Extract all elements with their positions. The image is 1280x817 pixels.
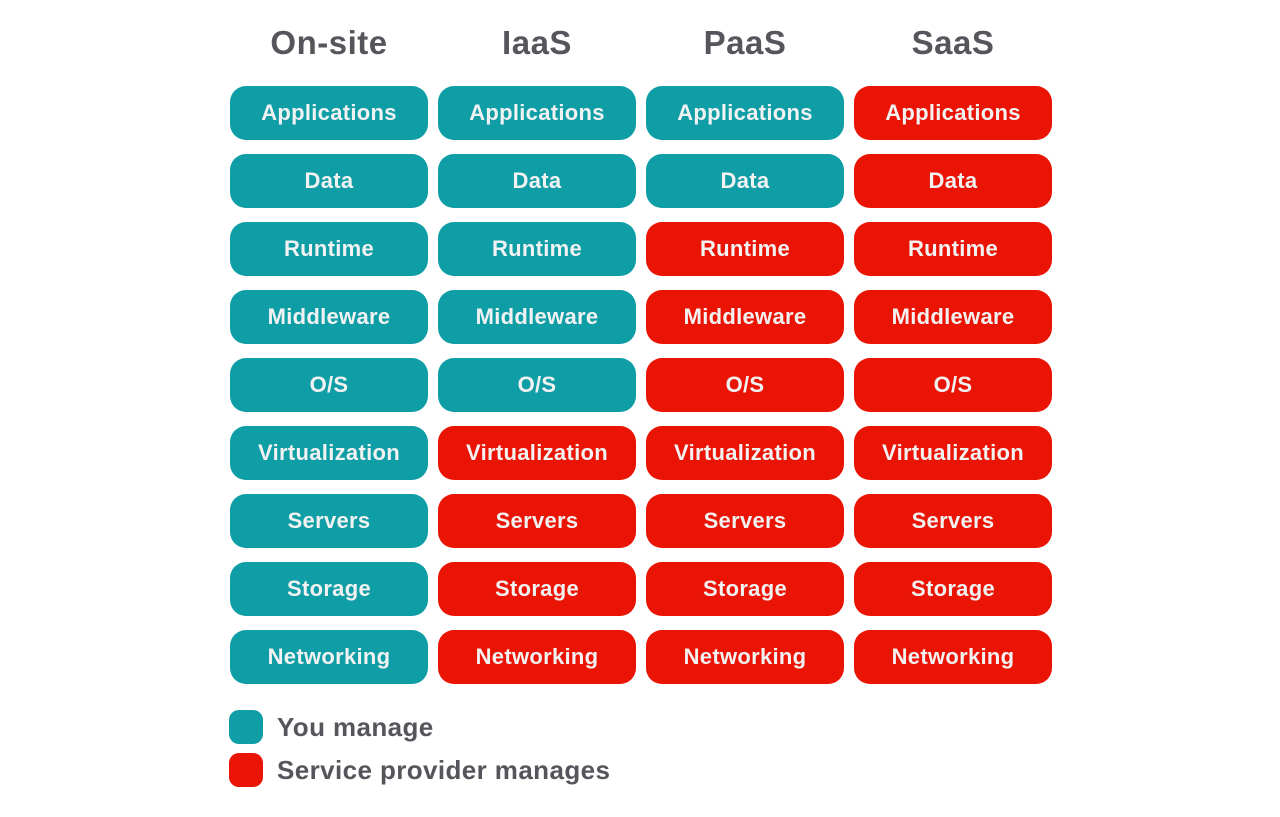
pill-saas-applications: Applications	[854, 86, 1052, 140]
legend-item-provider-manages: Service provider manages	[229, 753, 610, 787]
legend: You manage Service provider manages	[229, 710, 610, 796]
pill-saas-data: Data	[854, 154, 1052, 208]
pill-paas-o-s: O/S	[646, 358, 844, 412]
column-headers: On-site IaaS PaaS SaaS	[230, 24, 1052, 62]
pill-paas-applications: Applications	[646, 86, 844, 140]
pill-paas-middleware: Middleware	[646, 290, 844, 344]
pill-saas-networking: Networking	[854, 630, 1052, 684]
pill-paas-data: Data	[646, 154, 844, 208]
pill-iaas-networking: Networking	[438, 630, 636, 684]
pill-paas-servers: Servers	[646, 494, 844, 548]
pill-on-site-virtualization: Virtualization	[230, 426, 428, 480]
pill-saas-runtime: Runtime	[854, 222, 1052, 276]
pill-on-site-data: Data	[230, 154, 428, 208]
pill-iaas-middleware: Middleware	[438, 290, 636, 344]
pill-on-site-middleware: Middleware	[230, 290, 428, 344]
you-manage-swatch	[229, 710, 263, 744]
pill-on-site-servers: Servers	[230, 494, 428, 548]
pill-saas-servers: Servers	[854, 494, 1052, 548]
pill-on-site-networking: Networking	[230, 630, 428, 684]
pill-iaas-runtime: Runtime	[438, 222, 636, 276]
column-header-onsite: On-site	[270, 24, 388, 61]
pill-saas-middleware: Middleware	[854, 290, 1052, 344]
legend-item-you-manage: You manage	[229, 710, 610, 744]
pill-iaas-applications: Applications	[438, 86, 636, 140]
pill-paas-virtualization: Virtualization	[646, 426, 844, 480]
pill-on-site-applications: Applications	[230, 86, 428, 140]
column-header-iaas: IaaS	[502, 24, 572, 61]
pill-on-site-storage: Storage	[230, 562, 428, 616]
pill-on-site-runtime: Runtime	[230, 222, 428, 276]
legend-label: Service provider manages	[277, 754, 611, 785]
legend-label: You manage	[277, 711, 434, 742]
pill-iaas-data: Data	[438, 154, 636, 208]
pill-paas-runtime: Runtime	[646, 222, 844, 276]
provider-manages-swatch	[229, 753, 263, 787]
pill-saas-o-s: O/S	[854, 358, 1052, 412]
pill-iaas-servers: Servers	[438, 494, 636, 548]
pill-saas-virtualization: Virtualization	[854, 426, 1052, 480]
column-header-paas: PaaS	[703, 24, 787, 61]
pill-iaas-virtualization: Virtualization	[438, 426, 636, 480]
pill-paas-networking: Networking	[646, 630, 844, 684]
pill-paas-storage: Storage	[646, 562, 844, 616]
pill-iaas-storage: Storage	[438, 562, 636, 616]
column-header-saas: SaaS	[911, 24, 995, 61]
pill-on-site-o-s: O/S	[230, 358, 428, 412]
pill-iaas-o-s: O/S	[438, 358, 636, 412]
pill-saas-storage: Storage	[854, 562, 1052, 616]
